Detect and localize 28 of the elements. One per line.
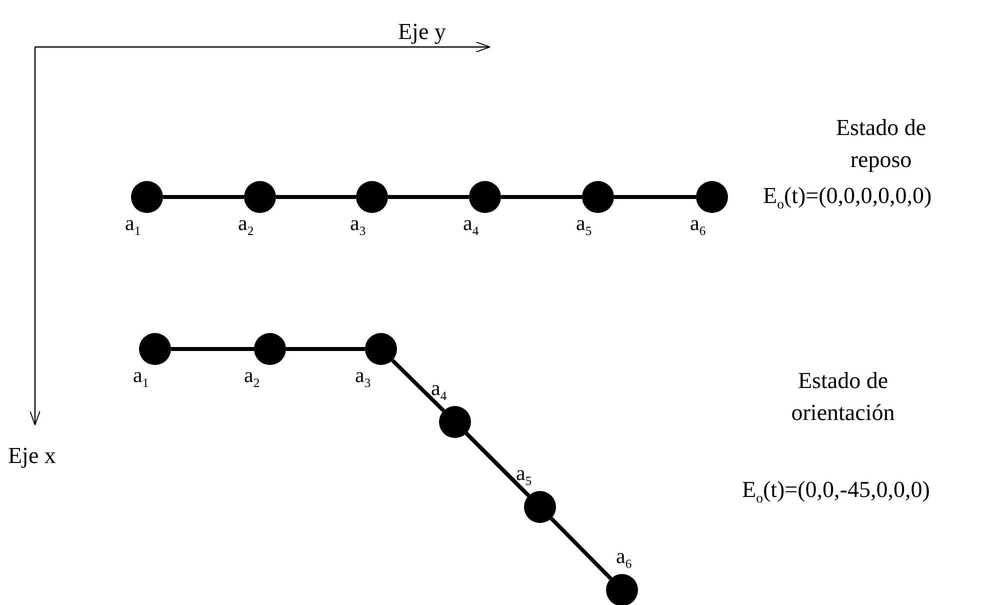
link-line [388,195,469,199]
joint-label: a$_{3}$ [350,213,366,238]
link-line [171,347,254,351]
state-title: Estado de reposo [834,114,928,174]
joint-label: a$_{4}$ [463,213,479,238]
state-vector: E$_{o}$(t)=(0,0,-45,0,0,0) [742,476,930,508]
joint-label: a$_{2}$ [238,213,254,238]
link-line [501,195,582,199]
joint-label: a$_{3}$ [355,365,371,390]
joint-label: a$_{6}$ [616,546,632,571]
joint-label: a$_{2}$ [244,365,260,390]
axis-label: Eje y [398,18,446,46]
joint-label: a$_{1}$ [125,213,141,238]
link-line [390,358,446,412]
joint-label: a$_{4}$ [431,378,447,403]
link-line [163,195,244,199]
link-line [276,195,356,199]
joint-label: a$_{1}$ [133,365,149,390]
joint-label: a$_{6}$ [690,213,706,238]
state-vector: E$_{o}$(t)=(0,0,0,0,0,0) [763,182,932,214]
joint-label: a$_{5}$ [576,213,592,238]
axis-label: Eje x [8,442,56,470]
link-line [550,516,612,580]
link-line [464,432,530,498]
state-title: Estado de orientación [790,367,896,428]
link-line [614,195,696,199]
link-line [286,347,365,351]
joint-label: a$_{5}$ [516,463,532,488]
